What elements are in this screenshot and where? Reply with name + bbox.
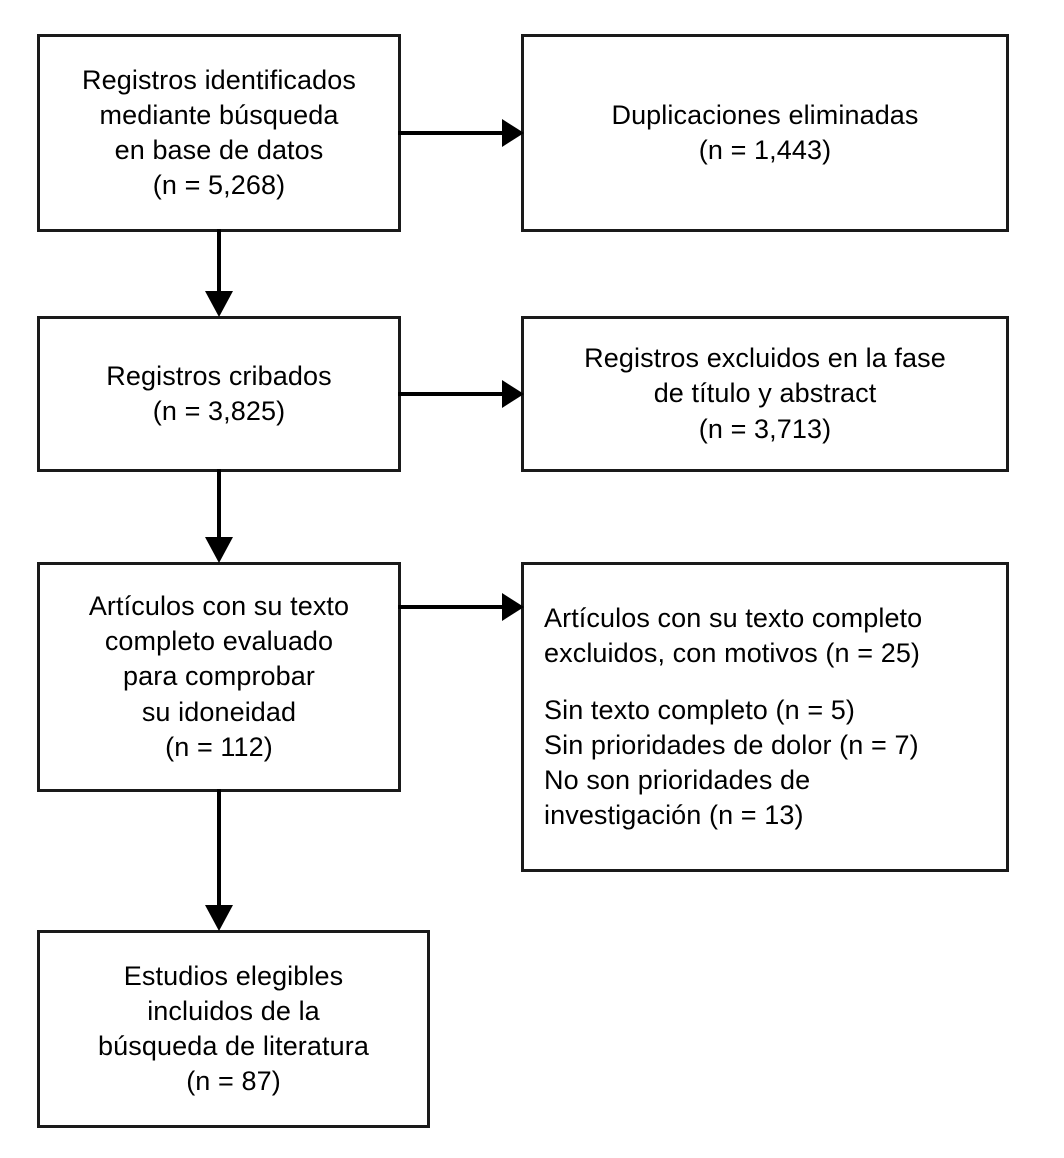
node-records-identified: Registros identificados mediante búsqued…	[37, 34, 401, 232]
arrow-fulltext-to-included-icon	[205, 789, 233, 931]
node-line: Estudios elegibles	[123, 960, 344, 991]
node-fulltext-assessed: Artículos con su texto completo evaluado…	[37, 562, 401, 792]
arrow-identified-to-screened-icon	[205, 229, 233, 317]
node-count-label: (n = 5,268)	[152, 170, 286, 201]
arrow-fulltext-to-excluded-fulltext-icon	[398, 593, 524, 621]
node-studies-included: Estudios elegibles incluidos de la búsqu…	[37, 930, 430, 1128]
arrow-screened-to-excluded-title-abstract-icon	[398, 380, 524, 408]
node-line: Duplicaciones eliminadas	[611, 99, 919, 130]
node-reason-line: No son prioridades de	[544, 765, 811, 796]
node-reason-line: Sin texto completo (n = 5)	[544, 694, 856, 725]
node-count-label: (n = 87)	[186, 1066, 281, 1097]
node-line: Registros identificados	[82, 64, 356, 95]
node-line: su idoneidad	[141, 696, 297, 727]
node-count-label: excluidos, con motivos (n = 25)	[544, 637, 921, 668]
node-line: completo evaluado	[104, 626, 334, 657]
node-line: Registros cribados	[106, 360, 332, 391]
node-line: mediante búsqueda	[99, 99, 339, 130]
node-fulltext-excluded-with-reasons: Artículos con su texto completo excluido…	[521, 562, 1009, 872]
node-line: en base de datos	[114, 135, 324, 165]
arrow-screened-to-fulltext-icon	[205, 469, 233, 563]
node-line: Registros excluidos en la fase	[584, 343, 946, 374]
node-line: Artículos con su texto completo	[544, 602, 923, 633]
node-line: Artículos con su texto	[88, 591, 350, 622]
node-line: de título y abstract	[653, 378, 877, 409]
node-line: para comprobar	[123, 661, 315, 692]
node-count-label: (n = 1,443)	[698, 135, 832, 165]
arrow-identified-to-duplicates-icon	[398, 119, 524, 147]
node-count-label: (n = 3,825)	[152, 396, 286, 426]
node-line: búsqueda de literatura	[98, 1031, 369, 1061]
node-records-excluded-title-abstract: Registros excluidos en la fase de título…	[521, 316, 1009, 472]
node-line: incluidos de la	[147, 995, 320, 1026]
node-count-label: (n = 3,713)	[698, 413, 832, 444]
node-reason-line: investigación (n = 13)	[544, 800, 804, 831]
node-duplicates-removed: Duplicaciones eliminadas (n = 1,443)	[521, 34, 1009, 232]
node-reason-line: Sin prioridades de dolor (n = 7)	[544, 730, 919, 760]
node-records-screened: Registros cribados (n = 3,825)	[37, 316, 401, 472]
node-count-label: (n = 112)	[165, 731, 273, 762]
